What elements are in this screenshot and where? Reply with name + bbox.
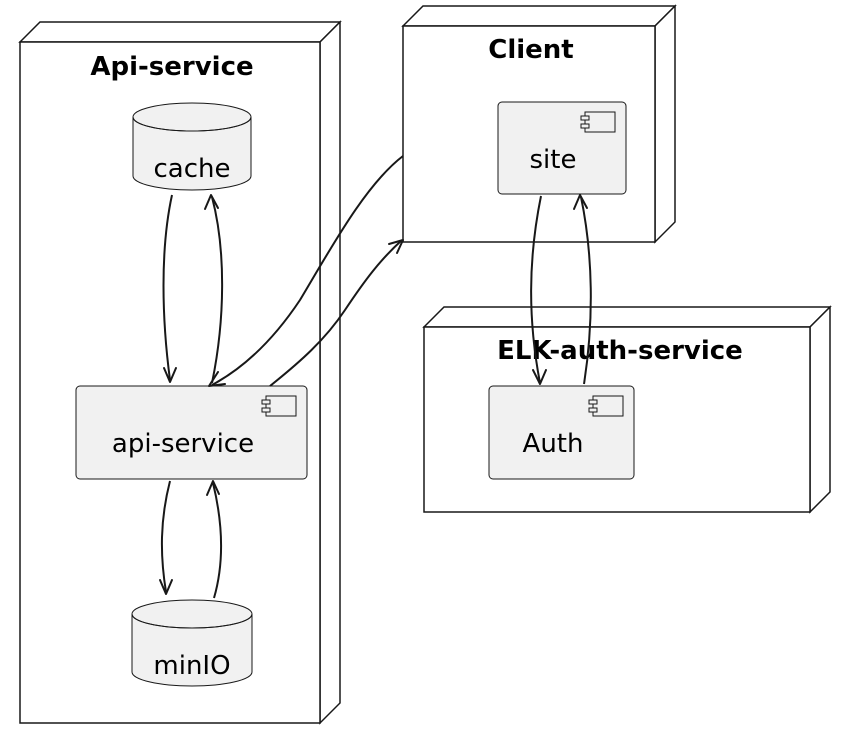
- node-elk-side-face: [809, 305, 831, 514]
- component-api-service-box: [75, 385, 308, 480]
- connector-minio-to-api-service: [206, 480, 223, 599]
- component-auth-label: Auth: [523, 429, 584, 459]
- component-icon: [580, 111, 616, 133]
- component-icon: [588, 395, 624, 417]
- connector-api-service-to-minio: [159, 480, 173, 595]
- database-cache-body: [132, 117, 252, 191]
- component-site: site: [497, 101, 627, 195]
- connector-site-to-auth: [530, 195, 547, 385]
- component-site-label: site: [530, 145, 577, 175]
- node-client-title: Client: [488, 35, 573, 65]
- component-icon: [261, 395, 297, 417]
- database-minio-label: minIO: [153, 651, 230, 681]
- connector-cache-to-api-service: [162, 194, 177, 383]
- node-api-service-side-face: [319, 20, 341, 725]
- connector-api-service-to-client: [269, 239, 404, 387]
- node-elk-top-face: [422, 306, 832, 328]
- connector-api-service-to-cache: [204, 194, 224, 384]
- component-api-service-label: api-service: [112, 429, 254, 459]
- database-minio: minIO: [131, 599, 253, 687]
- node-elk-title: ELK-auth-service: [497, 336, 743, 366]
- node-client-side-face: [654, 4, 676, 244]
- component-auth: Auth: [488, 385, 635, 480]
- node-api-service-top-face: [18, 21, 342, 43]
- database-minio-body: [131, 614, 253, 687]
- database-cache-rim: [132, 116, 252, 132]
- database-cache-label: cache: [154, 154, 231, 184]
- node-api-service-title: Api-service: [90, 52, 253, 82]
- database-cache: cache: [132, 102, 252, 191]
- connector-client-to-api-service: [208, 155, 404, 387]
- database-minio-rim: [131, 613, 253, 629]
- component-api-service: api-service: [75, 385, 308, 480]
- node-client-top-face: [401, 5, 677, 27]
- connector-auth-to-site: [573, 194, 592, 385]
